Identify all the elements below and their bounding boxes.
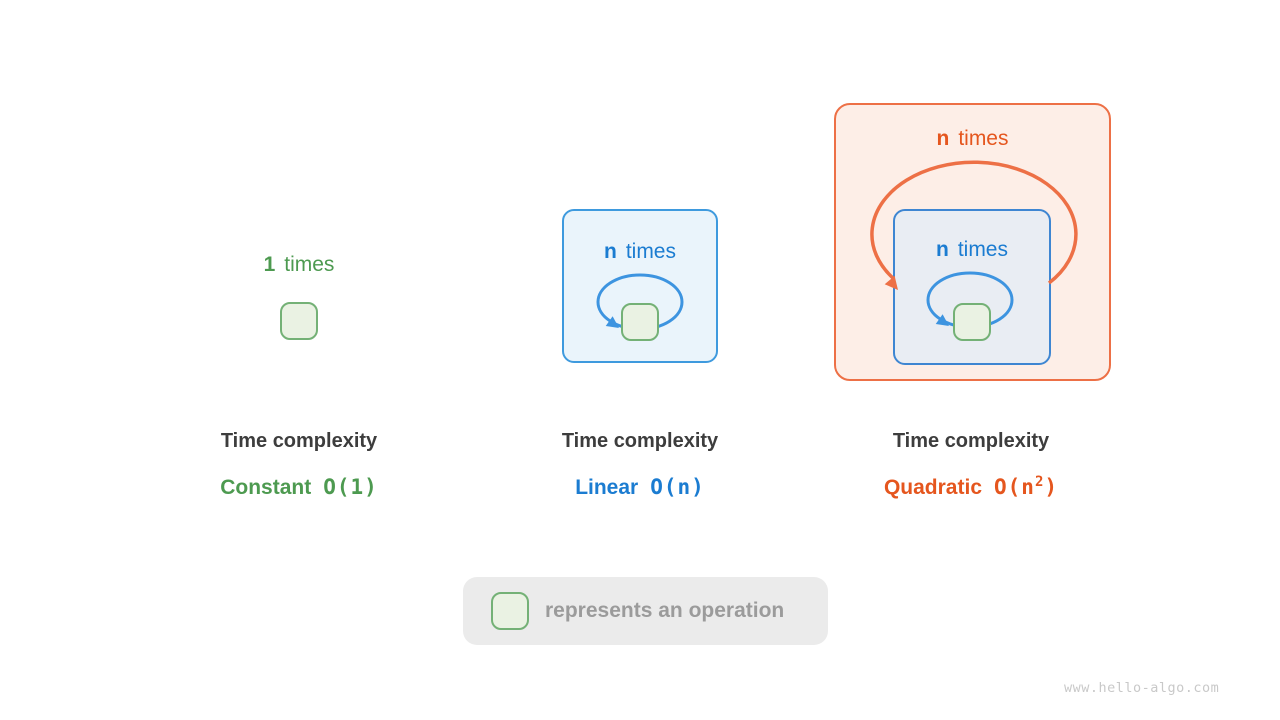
legend: represents an operation (463, 577, 828, 645)
legend-operation-box (491, 592, 529, 630)
constant-times-count: 1 (263, 253, 276, 276)
linear-operation-box (621, 303, 659, 341)
linear-big-o: O(n) (650, 475, 705, 499)
watermark: www.hello-algo.com (1064, 680, 1220, 696)
quadratic-inner-times-count: n (935, 238, 949, 261)
legend-label: represents an operation (545, 599, 785, 622)
linear-name: Linear (575, 476, 639, 499)
linear-times-count: n (603, 240, 617, 263)
constant-title: Time complexity (220, 430, 378, 452)
constant-name: Constant (220, 476, 312, 499)
quadratic-big-o: O(n2) (994, 474, 1059, 499)
linear-title: Time complexity (561, 430, 719, 452)
constant-notation: Constant O(1) (149, 473, 449, 502)
quadratic-inner-times-word: times (957, 238, 1008, 261)
quadratic-operation-box (953, 303, 991, 341)
constant-operation-box (280, 302, 318, 340)
quadratic-outer-times-count: n (936, 127, 950, 150)
constant-times-label: 1 times (199, 252, 399, 278)
quadratic-name: Quadratic (883, 476, 982, 499)
constant-times-word: times (284, 253, 335, 276)
quadratic-title: Time complexity (892, 430, 1050, 452)
constant-big-o: O(1) (323, 475, 378, 499)
quadratic-outer-times-word: times (958, 127, 1009, 150)
linear-notation: Linear O(n) (490, 473, 790, 502)
linear-times-word: times (625, 240, 676, 263)
quadratic-notation: Quadratic O(n2) (821, 473, 1121, 502)
